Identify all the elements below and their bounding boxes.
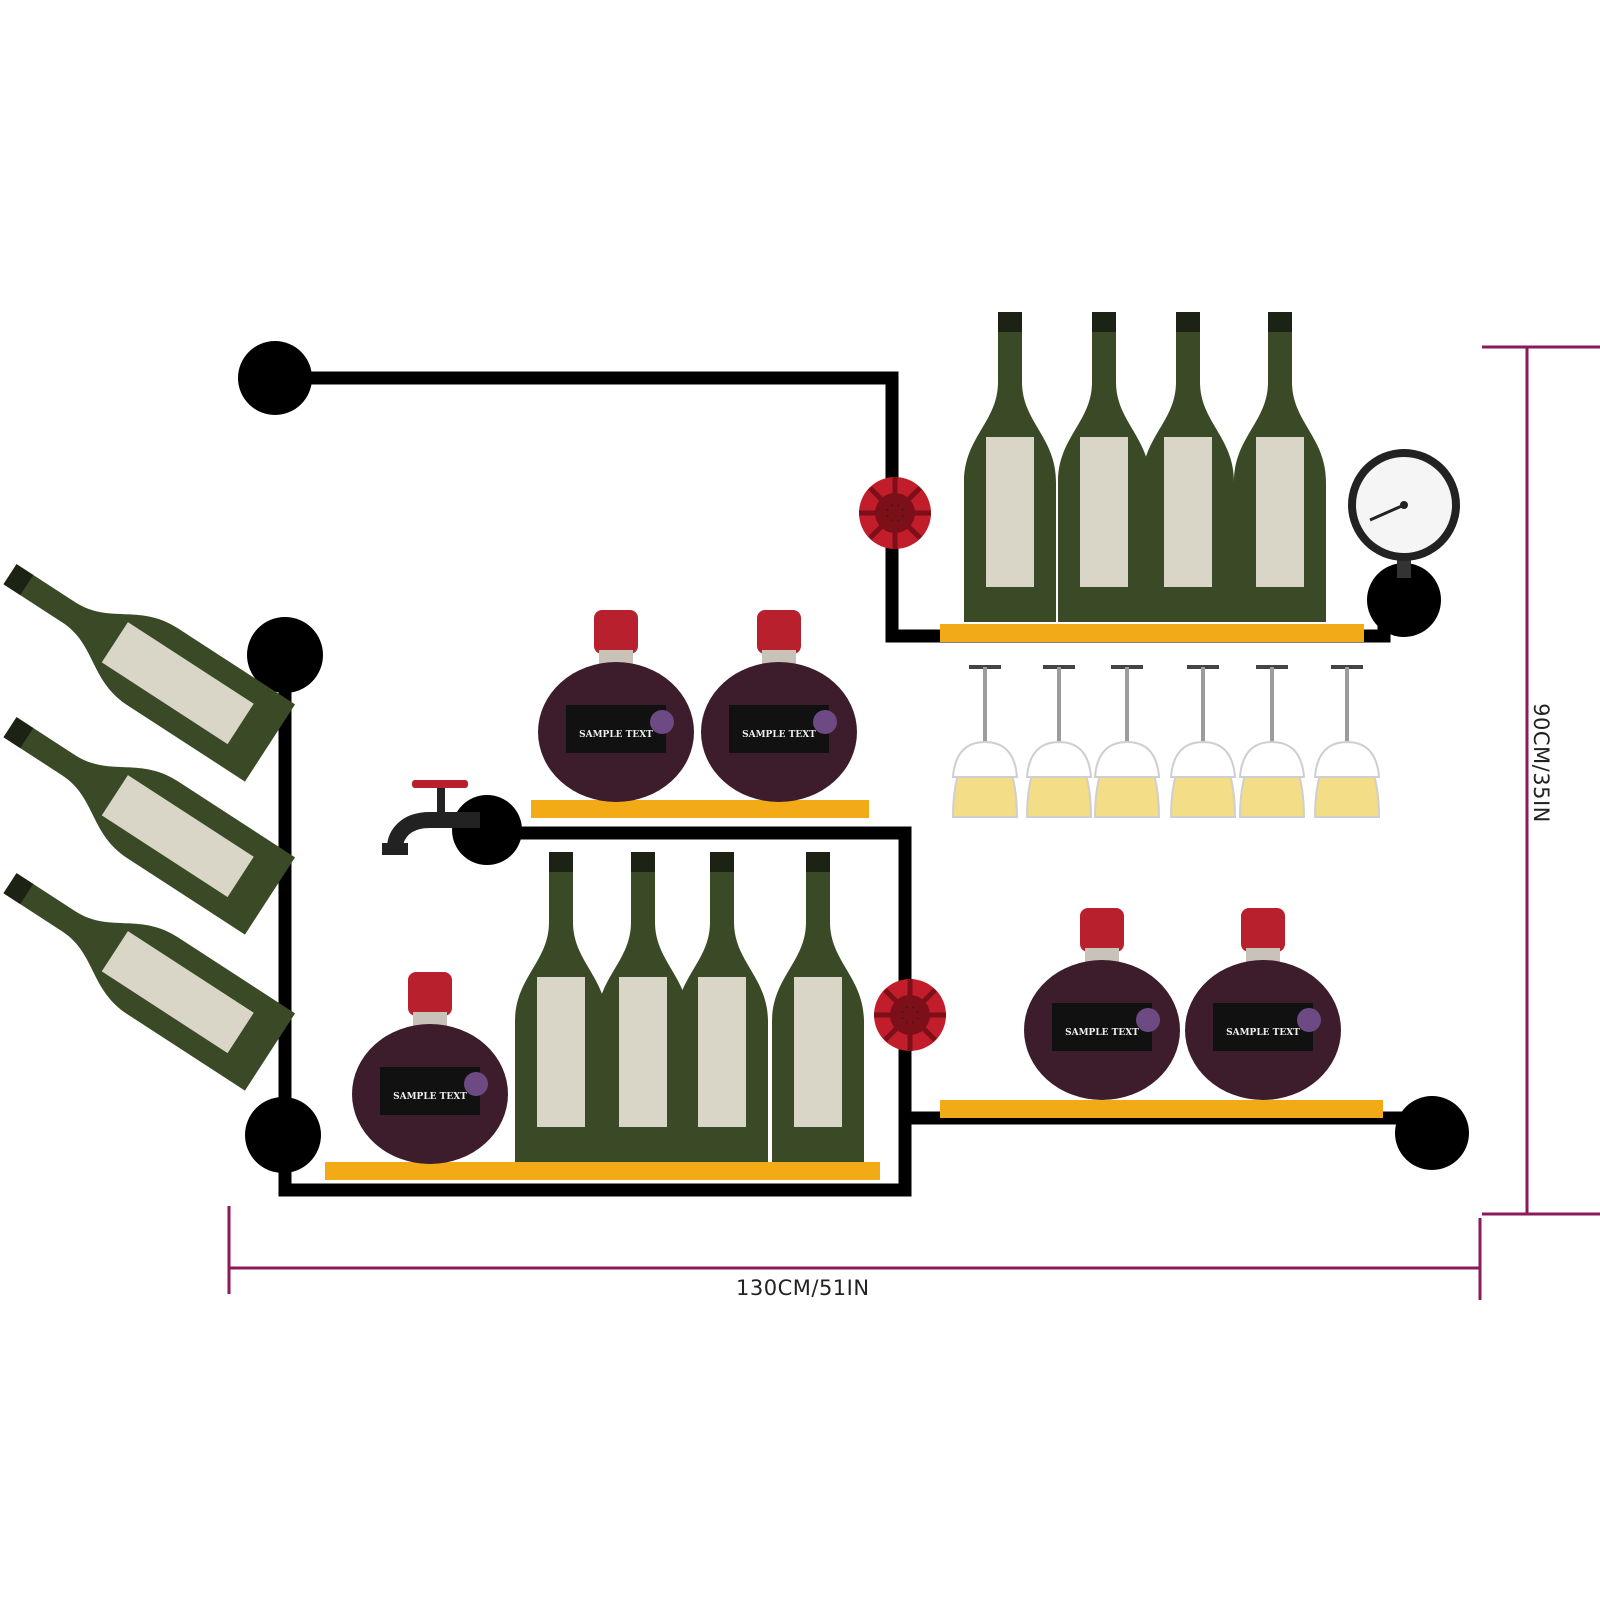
round-bottle-icon [538, 610, 694, 802]
bottle-label-text: SAMPLE TEXT [742, 730, 816, 740]
wine-bottle-icon [964, 312, 1056, 622]
shelf-board-bottom-right [940, 1100, 1383, 1118]
width-dimension-line [227, 1206, 1482, 1300]
wine-bottle-icon [515, 852, 607, 1162]
height-dimension-line [1482, 345, 1600, 1216]
bottle-label-text: SAMPLE TEXT [1226, 1028, 1300, 1038]
wine-glass-icon [1238, 665, 1306, 819]
round-bottle-icon [1024, 908, 1180, 1100]
bottle-label-text: SAMPLE TEXT [393, 1092, 467, 1102]
faucet-icon [382, 780, 480, 855]
wine-glass-icon [951, 665, 1019, 819]
bottles-bottom-right-shelf [1024, 908, 1341, 1100]
wine-glass-icon [1025, 665, 1093, 819]
wine-glasses-rack [951, 665, 1381, 819]
shelf-board-bottom-left [325, 1162, 880, 1180]
shelf-boards [325, 624, 1383, 1180]
wine-glass-icon [1313, 665, 1381, 819]
wine-glass-icon [1169, 665, 1237, 819]
valve-wheel-icon [874, 979, 946, 1051]
wine-bottle-icon [1058, 312, 1150, 622]
wine-bottle-icon [772, 852, 864, 1162]
wine-bottle-icon [1234, 312, 1326, 622]
wine-bottle-icon [597, 852, 689, 1162]
bottle-label-text: SAMPLE TEXT [1065, 1028, 1139, 1038]
width-dimension-label: 130CM/51IN [736, 1276, 870, 1300]
wine-bottle-icon [676, 852, 768, 1162]
shelf-board-middle [531, 800, 869, 818]
shelf-board-top-right [940, 624, 1364, 642]
wine-glass-icon [1093, 665, 1161, 819]
valve-wheel-icon [859, 477, 931, 549]
round-bottle-icon [1185, 908, 1341, 1100]
wall-bottles-left [0, 535, 296, 1091]
bottles-middle-shelf [538, 610, 857, 802]
bottles-top-shelf [964, 312, 1326, 622]
bottle-label-text: SAMPLE TEXT [579, 730, 653, 740]
round-bottle-icon [701, 610, 857, 802]
bottles-bottom-left-shelf [352, 852, 864, 1164]
wine-bottle-icon [1142, 312, 1234, 622]
bottle-label-texts: SAMPLE TEXT SAMPLE TEXT SAMPLE TEXT SAMP… [393, 730, 1300, 1102]
pipe-end-caps [238, 341, 1469, 1173]
pressure-gauge-icon [1348, 449, 1460, 578]
height-dimension-label: 90CM/35IN [1529, 703, 1553, 823]
round-bottle-icon [352, 972, 508, 1164]
